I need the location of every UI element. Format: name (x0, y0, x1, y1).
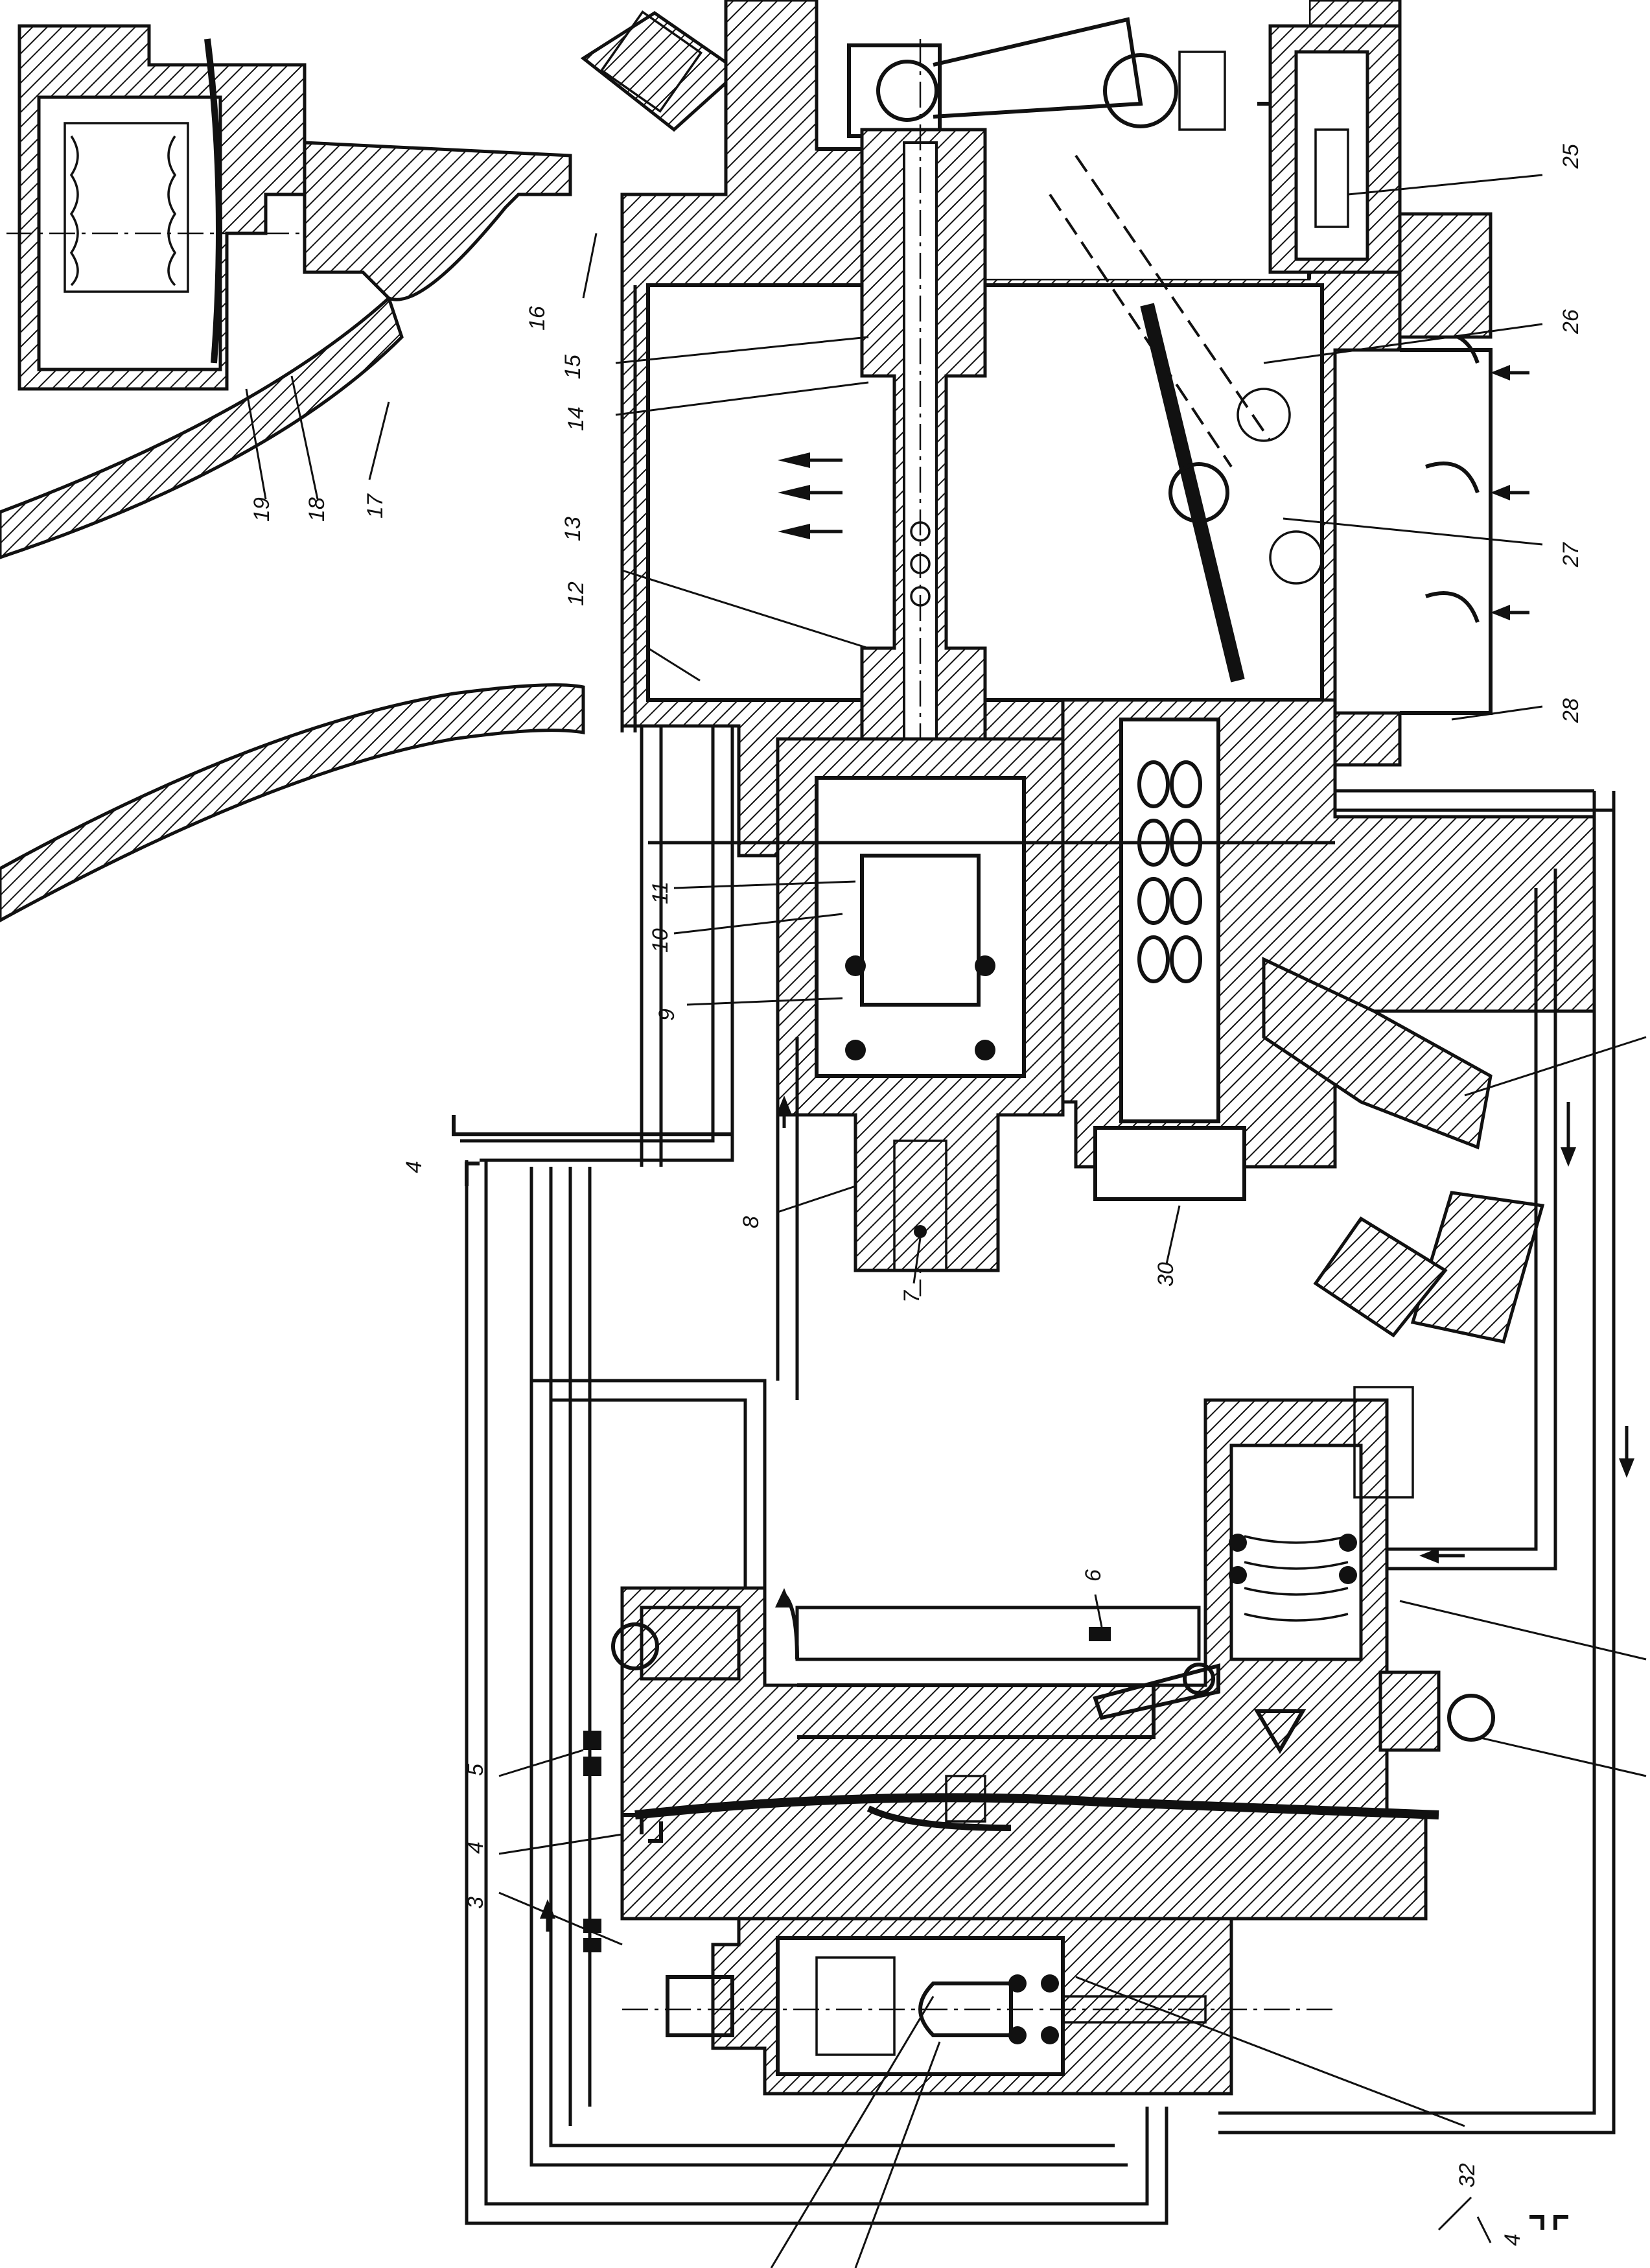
label-12: 12 (564, 581, 588, 606)
label-10: 10 (648, 928, 673, 953)
label-4-lower-left: 4 (463, 1841, 488, 1854)
central-valve-chamber (776, 737, 1065, 1272)
left-plug-screw (611, 1606, 741, 1681)
label-3: 3 (463, 1897, 488, 1909)
port-marks (452, 1115, 1568, 2230)
connecting-pipes (460, 285, 1616, 2225)
label-13: 13 (561, 517, 585, 541)
label-14: 14 (564, 406, 588, 431)
lower-regulator-body (620, 1386, 1439, 1921)
label-30: 30 (1154, 1262, 1178, 1287)
label-16: 16 (525, 306, 550, 331)
label-8: 8 (739, 1216, 763, 1228)
accelerator-pump-body (1061, 698, 1596, 1344)
label-5: 5 (463, 1764, 488, 1776)
label-26: 26 (1559, 309, 1583, 334)
flow-arrows (540, 1095, 1634, 1932)
pump-ball-stack (1137, 760, 1202, 983)
label-28: 28 (1559, 698, 1583, 723)
label-27: 27 (1559, 542, 1583, 568)
pipe-gaskets (583, 1627, 1111, 1952)
leader-lines (245, 174, 1647, 2268)
manifold-wall (0, 295, 585, 922)
label-11: 11 (648, 882, 673, 904)
upper-fuel-channel (303, 10, 742, 301)
label-9: 9 (655, 1009, 679, 1021)
adjusting-screw (1378, 1670, 1495, 1752)
label-7: 7 (900, 1290, 924, 1303)
label-25: 25 (1559, 144, 1583, 169)
label-19: 19 (250, 497, 274, 522)
label-32: 32 (1455, 2163, 1480, 2188)
label-6: 6 (1081, 1569, 1106, 1582)
label-4-lower-right: 4 (1500, 2234, 1525, 2246)
label-15: 15 (561, 355, 585, 379)
part-25-housing (1268, 24, 1493, 339)
label-4-mid: 4 (402, 1161, 426, 1173)
callout-labels: 3 4 5 6 7 8 9 10 11 4 12 13 14 15 16 17 … (250, 144, 1583, 2246)
solenoid-valve (622, 1917, 1335, 2096)
label-18: 18 (305, 497, 329, 522)
top-left-diaphragm-housing (6, 24, 454, 391)
air-flow-arrows (778, 365, 1529, 620)
label-17: 17 (363, 493, 388, 519)
